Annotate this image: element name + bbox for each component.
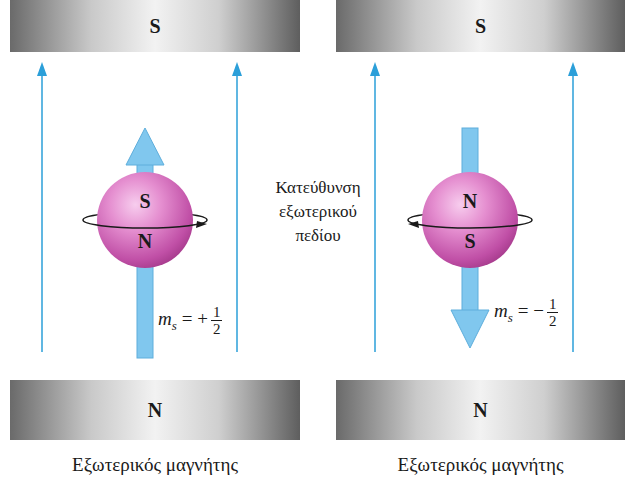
subscript-s: s [508,310,513,325]
field-line [374,72,376,352]
sphere-pole-label: S [422,230,518,252]
sphere-pole-label: N [97,230,193,252]
electron-sphere: NS [422,172,518,268]
field-arrowhead [37,62,47,76]
fraction: 12 [211,304,223,337]
fraction-numerator: 1 [211,304,223,321]
subscript-s: s [172,318,177,333]
spin-arrow-head [451,310,489,348]
spin-ring-arrowhead [408,221,419,228]
magnet-bar: N [10,380,300,440]
spin-ring-front [77,172,213,268]
fraction-denominator: 2 [211,321,223,337]
field-arrowhead [232,62,242,76]
spin-ring-arc [408,220,532,228]
magnet-pole-label: S [149,14,160,38]
field-line [41,72,43,352]
field-line [236,72,238,352]
sphere-pole-label: S [97,190,193,212]
magnet-pole-label: S [475,14,486,38]
equals-sign: = + [182,308,208,329]
fraction-numerator: 1 [547,296,559,313]
field-arrowhead [568,62,578,76]
magnet-caption: Εξωτερικός μαγνήτης [336,453,625,477]
spin-ring-arc [83,220,207,228]
spin-ring-arrowhead [196,221,207,228]
sphere-pole-label: N [422,190,518,212]
fraction: 12 [547,296,559,329]
fraction-denominator: 2 [547,313,559,329]
magnet-bar: N [336,380,625,440]
magnet-bar: S [336,0,625,52]
magnet-pole-label: N [473,398,487,422]
field-arrowhead [370,62,380,76]
spin-arrow-head [126,128,164,165]
spin-ring-front [402,172,538,268]
equals-sign: = − [518,300,544,321]
magnet-bar: S [10,0,300,52]
magnet-pole-label: N [148,398,162,422]
field-line [572,72,574,352]
symbol-m: m [158,308,172,329]
symbol-m: m [494,300,508,321]
field-direction-label: Κατεύθυνση εξωτερικού πεδίου [262,176,374,248]
spin-quantum-number: ms = −12 [494,296,558,330]
spin-quantum-number: ms = +12 [158,304,222,338]
magnet-caption: Εξωτερικός μαγνήτης [10,453,300,477]
electron-sphere: SN [97,172,193,268]
